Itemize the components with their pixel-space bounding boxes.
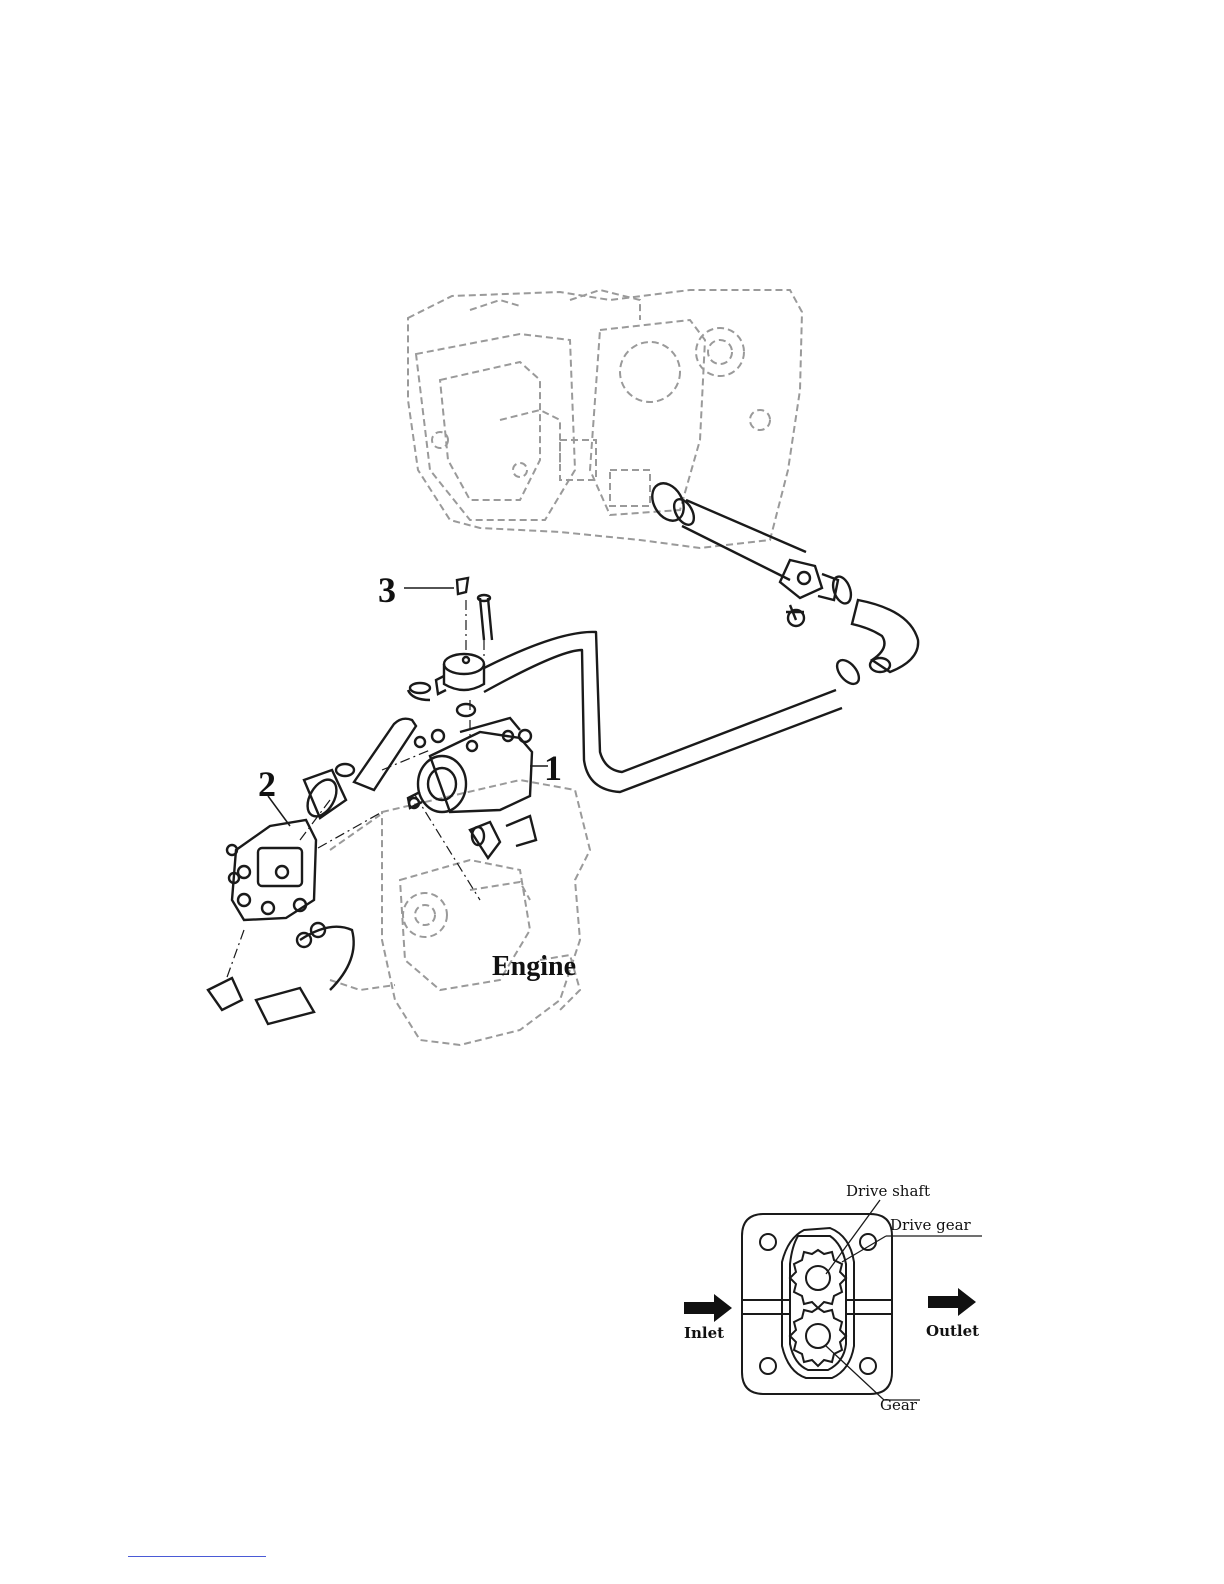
outlet-label: Outlet	[926, 1322, 979, 1340]
outlet-arrow-icon	[928, 1288, 976, 1316]
return-hose	[484, 632, 842, 792]
callout-part-1: 1	[544, 748, 562, 788]
footer-rule	[128, 1556, 266, 1557]
secondary-pump	[208, 820, 354, 1024]
callout-part-2: 2	[258, 764, 276, 804]
gear-label: Gear	[880, 1396, 918, 1414]
transmission-tube	[646, 478, 918, 688]
drive-shaft-label: Drive shaft	[846, 1182, 930, 1200]
transmission-housing	[408, 290, 802, 548]
inlet-arrow-icon	[684, 1294, 732, 1322]
leader-lines	[268, 588, 548, 826]
drive-gear-label: Drive gear	[890, 1216, 972, 1234]
engine-label: Engine	[492, 951, 576, 982]
inlet-label: Inlet	[684, 1324, 724, 1342]
gear-pump-cross-section	[742, 1214, 892, 1394]
engine-block	[330, 780, 590, 1045]
callout-part-3: 3	[378, 570, 396, 610]
main-pump	[408, 718, 536, 858]
